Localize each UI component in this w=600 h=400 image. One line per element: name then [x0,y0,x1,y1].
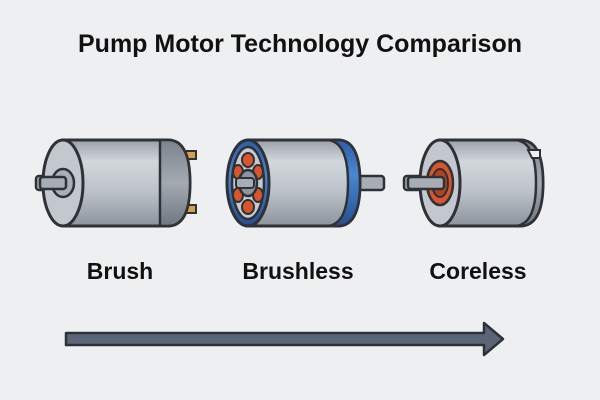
progression-arrow [64,321,505,357]
brush-motor-icon [34,138,197,228]
motor-label-brush: Brush [86,258,154,284]
motor-label-coreless: Coreless [429,258,527,284]
motor-label-brushless: Brushless [242,258,354,284]
page-title: Pump Motor Technology Comparison [78,30,522,58]
coreless-motor-icon [402,138,545,228]
brushless-motor-icon [225,138,386,228]
